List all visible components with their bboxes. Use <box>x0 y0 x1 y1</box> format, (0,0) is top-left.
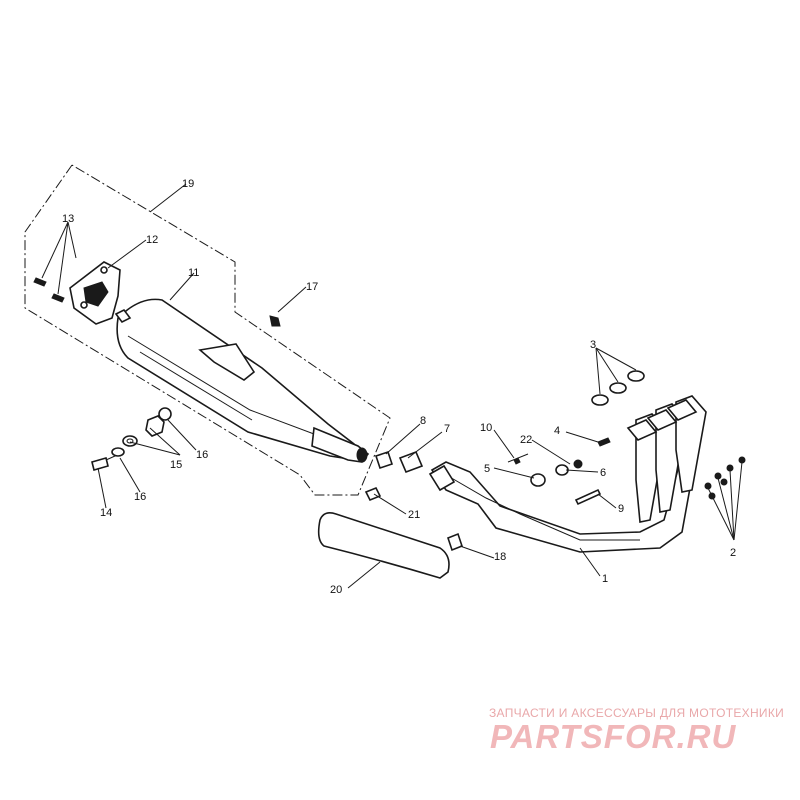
callout-11: 11 <box>188 267 199 279</box>
exhaust-header <box>428 395 707 553</box>
bolt <box>269 315 281 327</box>
watermark-tagline: ЗАПЧАСТИ И АКСЕССУАРЫ ДЛЯ МОТОТЕХНИКИ <box>489 706 785 720</box>
callout-15: 15 <box>170 459 182 471</box>
callout-16: 16 <box>134 491 146 503</box>
callout-3: 3 <box>590 339 596 351</box>
callout-1: 1 <box>602 573 608 585</box>
callout-4: 4 <box>554 425 560 437</box>
callout-2: 2 <box>730 547 736 559</box>
muffler-assembly-boundary <box>24 164 391 496</box>
callout-17: 17 <box>306 281 318 293</box>
callout-20: 20 <box>330 584 342 596</box>
callout-18: 18 <box>494 551 506 563</box>
bolt <box>364 486 382 502</box>
callout-5: 5 <box>484 463 490 475</box>
gasket <box>591 370 645 406</box>
callout-8: 8 <box>420 415 426 427</box>
fasteners <box>507 437 611 506</box>
leader-lines <box>41 183 743 589</box>
muffler <box>114 298 370 463</box>
callout-7: 7 <box>444 423 450 435</box>
callout-16: 16 <box>196 449 208 461</box>
callout-10: 10 <box>480 422 492 434</box>
header-nuts <box>704 456 746 500</box>
callout-13: 13 <box>62 213 74 225</box>
callout-6: 6 <box>600 467 606 479</box>
protector-cover <box>317 512 450 579</box>
callout-12: 12 <box>146 234 158 246</box>
callout-9: 9 <box>618 503 624 515</box>
callout-21: 21 <box>408 509 420 521</box>
callout-22: 22 <box>520 434 532 446</box>
mounting-hardware <box>91 407 172 471</box>
heat-shield <box>69 261 121 325</box>
watermark-logo: PARTSFOR.RU <box>490 718 737 755</box>
callout-14: 14 <box>100 507 112 519</box>
callout-19: 19 <box>182 178 194 190</box>
clamp <box>374 450 424 474</box>
bolt <box>33 277 65 303</box>
spacer <box>447 532 463 552</box>
